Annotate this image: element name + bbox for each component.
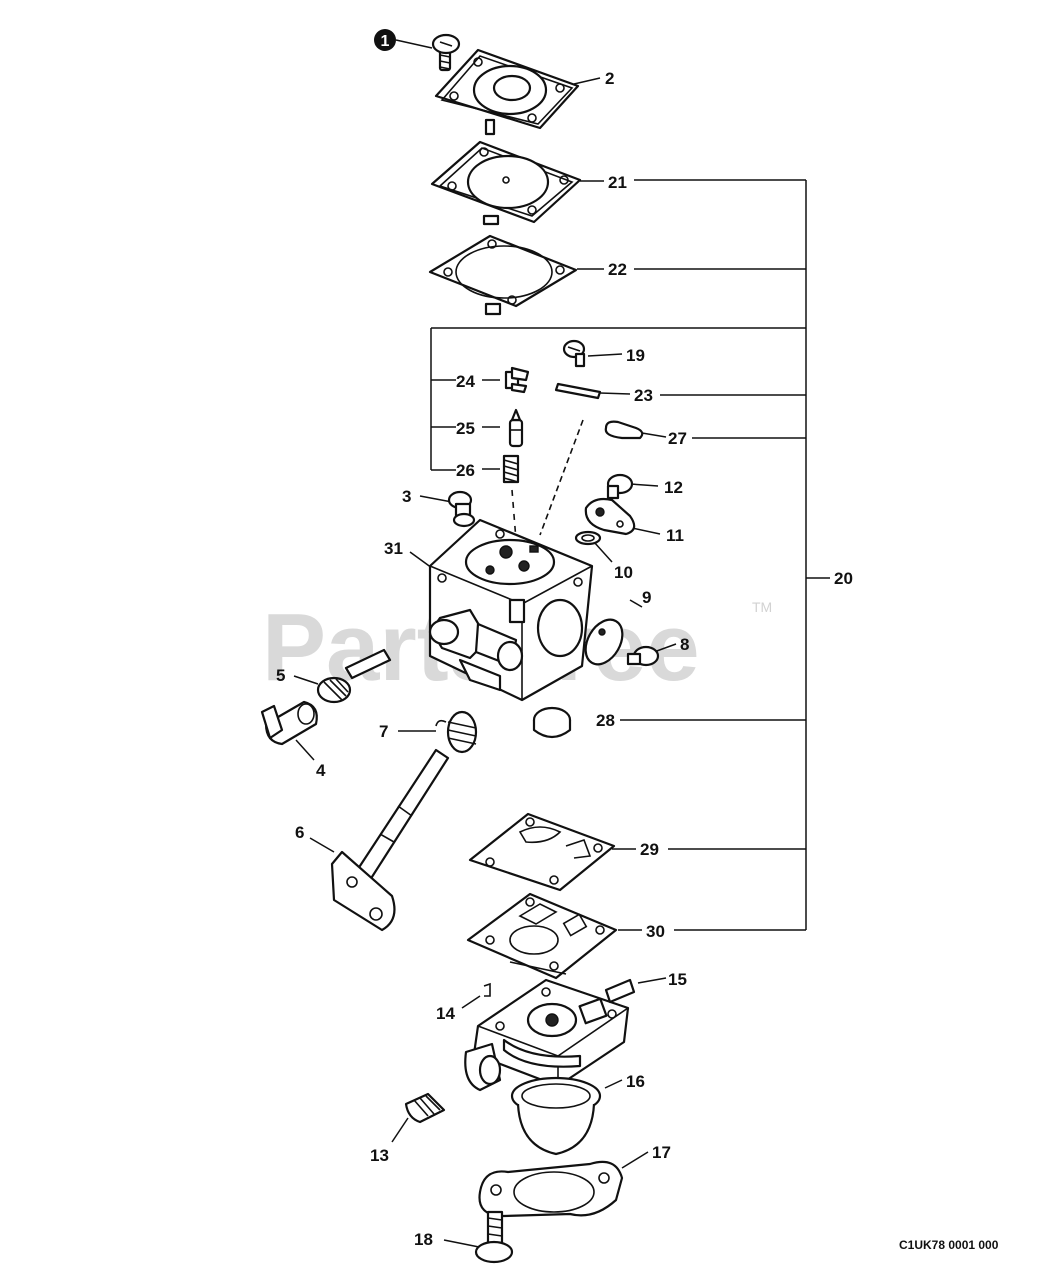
metering-gasket-part-27[interactable] bbox=[604, 420, 644, 440]
callout-13[interactable]: 13 bbox=[370, 1146, 389, 1165]
callout-7[interactable]: 7 bbox=[379, 722, 388, 741]
callout-19[interactable]: 19 bbox=[626, 346, 645, 365]
callout-31[interactable]: 31 bbox=[384, 539, 403, 558]
callout-2[interactable]: 2 bbox=[605, 69, 614, 88]
callout-23[interactable]: 23 bbox=[634, 386, 653, 405]
screw-part-8[interactable] bbox=[626, 645, 660, 667]
callout-9[interactable]: 9 bbox=[642, 588, 651, 607]
callout-17[interactable]: 17 bbox=[652, 1143, 671, 1162]
screw-part-13[interactable] bbox=[404, 1092, 446, 1124]
gasket-part-17[interactable] bbox=[478, 1160, 624, 1218]
plate-part-11[interactable] bbox=[584, 497, 636, 536]
pump-body-part-15[interactable] bbox=[464, 978, 636, 1092]
callout-12[interactable]: 12 bbox=[664, 478, 683, 497]
callout-30[interactable]: 30 bbox=[646, 922, 665, 941]
callout-4[interactable]: 4 bbox=[316, 761, 326, 780]
callout-21[interactable]: 21 bbox=[608, 173, 627, 192]
adjusting-needle-part-5[interactable] bbox=[316, 648, 392, 704]
callout-25[interactable]: 25 bbox=[456, 419, 475, 438]
callout-16[interactable]: 16 bbox=[626, 1072, 645, 1091]
screw-part-18[interactable] bbox=[474, 1210, 514, 1264]
throttle-plate-part-9[interactable] bbox=[578, 613, 630, 671]
diagram-code: C1UK78 0001 000 bbox=[899, 1238, 999, 1252]
callout-15[interactable]: 15 bbox=[668, 970, 687, 989]
callout-labels: 2 21 22 19 23 27 24 25 26 12 11 10 9 8 2… bbox=[276, 69, 853, 1249]
primer-bulb-part-16[interactable] bbox=[510, 1076, 602, 1156]
callout-18[interactable]: 18 bbox=[414, 1230, 433, 1249]
callout-28[interactable]: 28 bbox=[596, 711, 615, 730]
spring-part-26[interactable] bbox=[502, 454, 520, 541]
lever-part-24[interactable] bbox=[504, 366, 530, 394]
callout-1[interactable]: 1 bbox=[374, 29, 396, 51]
callout-22[interactable]: 22 bbox=[608, 260, 627, 279]
return-spring-part-7[interactable] bbox=[435, 710, 478, 754]
callout-1-label: 1 bbox=[381, 33, 390, 50]
screw-part-3[interactable] bbox=[447, 490, 476, 528]
pin-part-23[interactable] bbox=[554, 382, 602, 400]
pump-gasket-part-22[interactable] bbox=[428, 234, 578, 316]
screw-part-19[interactable] bbox=[539, 339, 586, 536]
callout-14[interactable]: 14 bbox=[436, 1004, 455, 1023]
screw-part-12[interactable] bbox=[606, 473, 634, 500]
callout-29[interactable]: 29 bbox=[640, 840, 659, 859]
callout-6[interactable]: 6 bbox=[295, 823, 304, 842]
inlet-needle-part-25[interactable] bbox=[508, 408, 524, 448]
kit-bracket-lines bbox=[430, 179, 830, 931]
callout-5[interactable]: 5 bbox=[276, 666, 285, 685]
callout-3[interactable]: 3 bbox=[402, 487, 411, 506]
callout-10[interactable]: 10 bbox=[614, 563, 633, 582]
callout-26[interactable]: 26 bbox=[456, 461, 475, 480]
cap-part-28[interactable] bbox=[532, 706, 572, 739]
throttle-shaft-part-6[interactable] bbox=[330, 748, 450, 932]
callout-27[interactable]: 27 bbox=[668, 429, 687, 448]
callout-20[interactable]: 20 bbox=[834, 569, 853, 588]
screw-part-1[interactable] bbox=[431, 33, 461, 72]
pump-cover-part-2[interactable] bbox=[434, 48, 580, 136]
callout-24[interactable]: 24 bbox=[456, 372, 475, 391]
clip-part-10[interactable] bbox=[574, 530, 602, 546]
callout-8[interactable]: 8 bbox=[680, 635, 689, 654]
clip-part-14[interactable] bbox=[483, 982, 491, 997]
diaphragm-part-30[interactable] bbox=[466, 892, 618, 980]
carburetor-body-part-31[interactable] bbox=[428, 518, 594, 702]
watermark-trademark: TM bbox=[752, 599, 772, 615]
pump-diaphragm-part-21[interactable] bbox=[430, 140, 582, 226]
limiter-cap-part-4[interactable] bbox=[260, 700, 318, 746]
leader-lines bbox=[293, 39, 677, 1249]
gasket-part-29[interactable] bbox=[468, 812, 616, 892]
callout-11[interactable]: 11 bbox=[666, 526, 684, 545]
